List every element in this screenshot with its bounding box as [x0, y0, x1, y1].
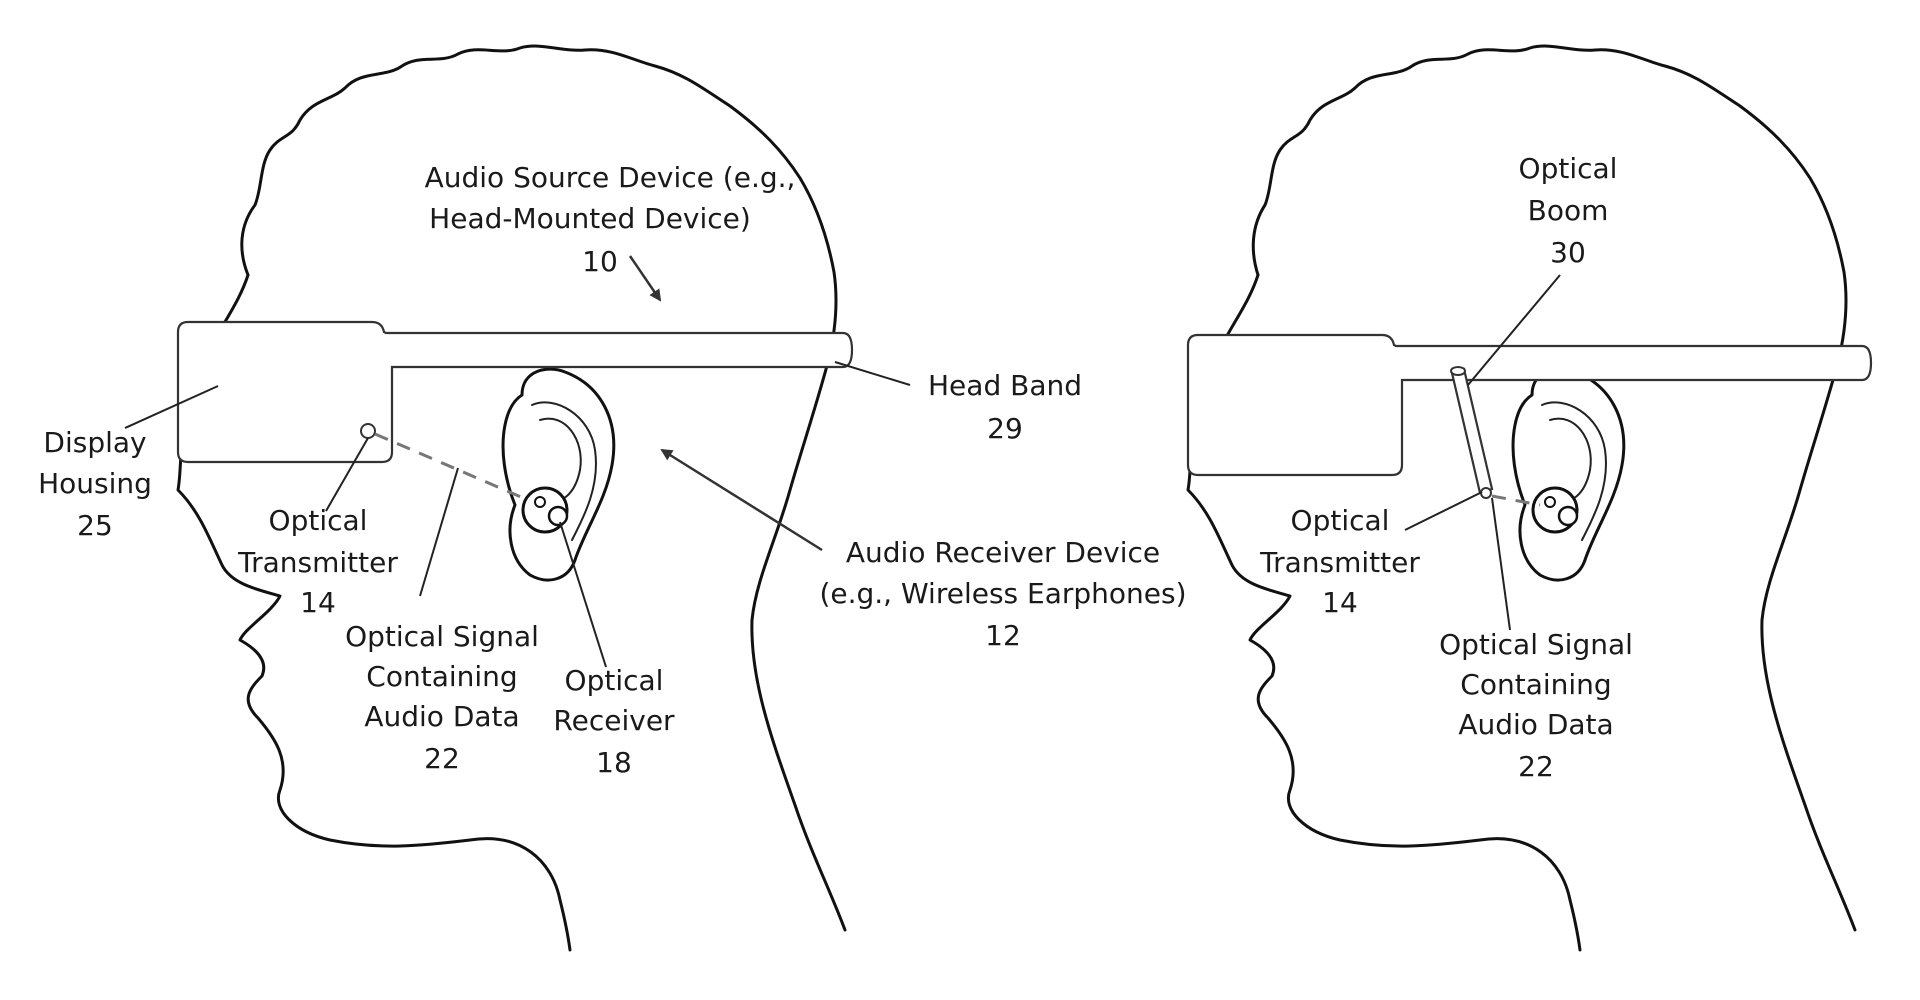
left-transmitter-line1: Optical	[269, 504, 368, 537]
left-leader-transmitter	[325, 437, 369, 512]
left-head-outline	[240, 44, 847, 932]
label-left-optical-signal: Optical Signal Containing Audio Data 22	[345, 620, 539, 775]
receiver-ref: 18	[596, 746, 632, 779]
right-head-outline	[1251, 44, 1857, 932]
head-band-ref: 29	[987, 412, 1023, 445]
right-optical-signal-path	[1491, 494, 1541, 507]
left-transmitter-line2: Transmitter	[237, 546, 398, 579]
label-display-housing: Display Housing 25	[38, 426, 152, 542]
right-leader-signal	[1491, 497, 1511, 631]
boom-ref: 30	[1550, 236, 1586, 269]
display-housing-ref: 25	[77, 509, 113, 542]
label-audio-source: Audio Source Device (e.g., Head-Mounted …	[425, 161, 796, 278]
optical-boom	[1450, 367, 1494, 495]
left-leader-headband	[834, 361, 911, 386]
left-earphone-dot	[534, 496, 546, 508]
label-audio-receiver: Audio Receiver Device (e.g., Wireless Ea…	[819, 536, 1186, 652]
right-ear-inner	[1541, 401, 1607, 541]
left-transmitter-ref: 14	[300, 586, 336, 619]
boom-line1: Optical	[1519, 152, 1618, 185]
display-housing-line1: Display	[43, 426, 146, 459]
left-optical-signal-path	[374, 432, 529, 502]
label-right-optical-signal: Optical Signal Containing Audio Data 22	[1439, 628, 1633, 783]
left-leader-signal	[419, 467, 459, 597]
head-band-line1: Head Band	[928, 369, 1082, 402]
left-signal-ref: 22	[424, 742, 460, 775]
left-arrow-receiver	[660, 448, 823, 552]
right-signal-line1: Optical Signal	[1439, 628, 1633, 661]
right-signal-ref: 22	[1518, 750, 1554, 783]
right-transmitter-line1: Optical	[1291, 504, 1390, 537]
right-earphone-receiver	[1557, 505, 1579, 527]
right-ear-outer	[1511, 367, 1626, 582]
label-head-band: Head Band 29	[928, 369, 1082, 445]
boom-line2: Boom	[1528, 194, 1609, 227]
receiver-line1: Optical	[565, 664, 664, 697]
left-signal-line2: Containing	[366, 660, 517, 693]
right-leader-boom	[1467, 274, 1561, 386]
left-leader-receiver	[559, 521, 607, 668]
label-right-optical-transmitter: Optical Transmitter 14	[1259, 504, 1420, 619]
display-housing-line2: Housing	[38, 467, 152, 500]
left-signal-line1: Optical Signal	[345, 620, 539, 653]
audio-source-line1: Audio Source Device (e.g.,	[425, 161, 796, 194]
left-display-housing	[176, 320, 854, 464]
receiver-line2: Receiver	[553, 704, 675, 737]
audio-source-line2: Head-Mounted Device)	[429, 202, 751, 235]
right-display-housing	[1186, 333, 1873, 477]
left-earphone-receiver	[547, 505, 569, 527]
right-leader-transmitter	[1404, 491, 1483, 531]
left-optical-transmitter	[360, 423, 376, 439]
right-earphone-dot	[1544, 496, 1556, 508]
left-ear-outer	[501, 367, 616, 582]
left-ear-inner	[531, 401, 597, 541]
audio-receiver-ref: 12	[985, 619, 1021, 652]
right-signal-line2: Containing	[1460, 668, 1611, 701]
label-left-optical-transmitter: Optical Transmitter 14	[237, 504, 398, 619]
right-transmitter-line2: Transmitter	[1259, 546, 1420, 579]
left-arrow-source	[628, 255, 662, 302]
right-figure: Optical Boom 30 Optical Transmitter 14 O…	[1186, 44, 1873, 952]
optical-boom-cap	[1450, 366, 1466, 376]
label-optical-boom: Optical Boom 30	[1519, 152, 1618, 269]
right-transmitter-ref: 14	[1322, 586, 1358, 619]
right-optical-transmitter	[1480, 487, 1492, 499]
audio-source-ref: 10	[582, 245, 618, 278]
left-signal-line3: Audio Data	[364, 700, 519, 733]
audio-receiver-line2: (e.g., Wireless Earphones)	[819, 577, 1186, 610]
audio-receiver-line1: Audio Receiver Device	[846, 536, 1160, 569]
right-signal-line3: Audio Data	[1458, 708, 1613, 741]
left-figure: Audio Source Device (e.g., Head-Mounted …	[38, 44, 1187, 952]
label-optical-receiver: Optical Receiver 18	[553, 664, 675, 779]
left-leader-display	[124, 385, 219, 429]
